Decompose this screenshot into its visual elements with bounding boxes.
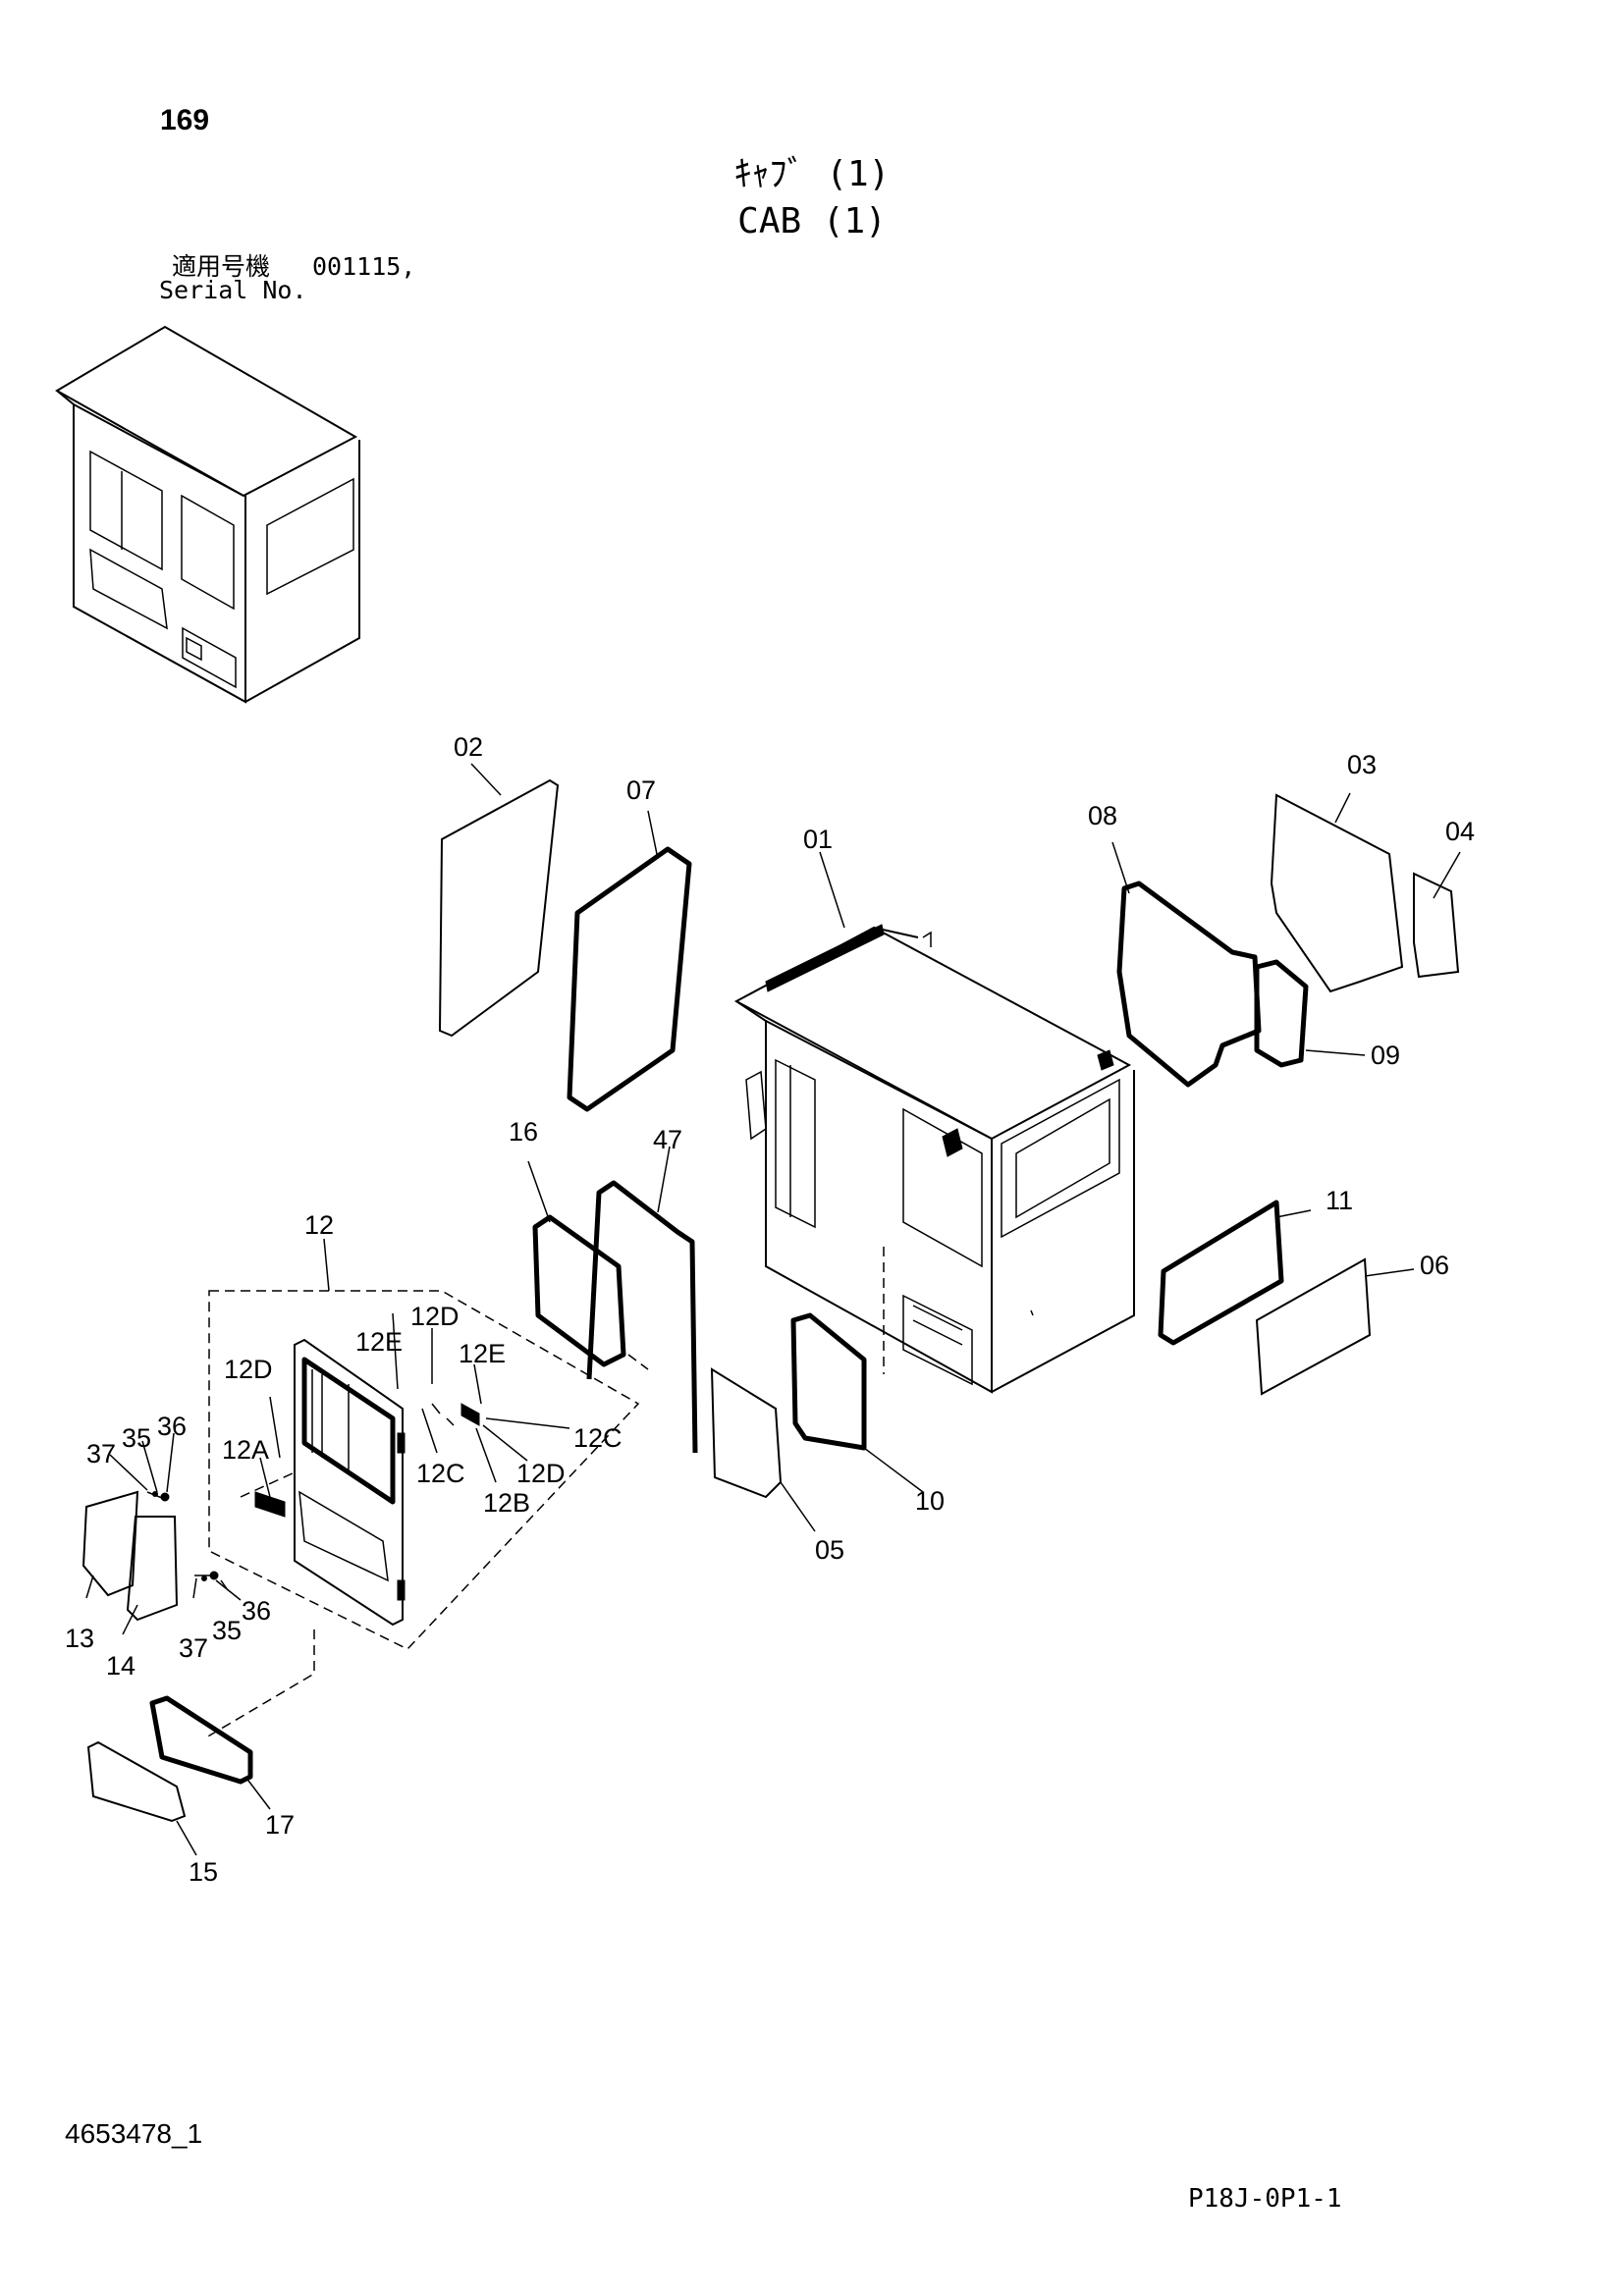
part-13-glass	[81, 1490, 139, 1597]
label-part-03: 03	[1347, 750, 1378, 779]
label-part-35-bottom: 35	[212, 1616, 243, 1645]
label-part-10: 10	[915, 1486, 946, 1516]
leader-lines	[85, 763, 1461, 1856]
part-01-cab-body	[733, 924, 1135, 1394]
label-part-12d-left: 12D	[224, 1355, 273, 1384]
serial-label-english: Serial No.	[159, 276, 307, 304]
label-part-06: 06	[1420, 1251, 1450, 1280]
part-05-glass	[710, 1367, 783, 1499]
alignment-lines	[205, 1247, 885, 1738]
title-japanese: ｷｬﾌﾞ (1)	[733, 154, 891, 194]
label-part-12c-right: 12C	[573, 1423, 623, 1453]
label-part-02: 02	[454, 732, 484, 762]
label-part-47: 47	[653, 1125, 683, 1154]
part-07-seal	[567, 846, 692, 1112]
label-part-14: 14	[106, 1651, 136, 1681]
cab-key-view	[54, 325, 360, 704]
title-english: CAB (1)	[737, 201, 887, 241]
part-17-seal	[149, 1695, 253, 1785]
serial-label-japanese: 適用号機	[172, 252, 271, 281]
serial-value: 001115,	[312, 252, 416, 281]
label-part-07: 07	[626, 775, 657, 805]
label-part-05: 05	[815, 1535, 845, 1565]
part-09-seal	[1254, 959, 1309, 1068]
label-part-36-top: 36	[157, 1412, 188, 1441]
label-part-11: 11	[1326, 1186, 1354, 1215]
label-part-12d-top: 12D	[410, 1302, 460, 1331]
label-part-01: 01	[803, 825, 834, 854]
label-part-17: 17	[265, 1810, 296, 1840]
label-part-12a: 12A	[222, 1435, 270, 1465]
label-part-12: 12	[304, 1210, 335, 1240]
label-part-15: 15	[189, 1857, 219, 1887]
label-part-37-bottom: 37	[179, 1633, 209, 1663]
part-04-glass	[1413, 872, 1460, 979]
page-code: P18J-0P1-1	[1188, 2184, 1342, 2214]
part-15-glass	[86, 1740, 187, 1823]
drawing-number: 4653478_1	[65, 2118, 203, 2149]
part-11-seal	[1158, 1200, 1284, 1346]
part-08-seal	[1116, 881, 1262, 1088]
part-10-seal	[790, 1312, 867, 1451]
label-part-12e-right: 12E	[459, 1339, 507, 1368]
label-part-09: 09	[1371, 1041, 1401, 1070]
part-47-seal-strip	[586, 1180, 698, 1454]
label-part-16: 16	[509, 1117, 539, 1147]
part-03-glass	[1270, 793, 1404, 993]
label-part-12e-left: 12E	[355, 1327, 404, 1357]
label-part-12b: 12B	[483, 1488, 531, 1518]
part-06-glass	[1255, 1257, 1372, 1396]
label-part-13: 13	[65, 1624, 95, 1653]
label-part-36-bottom: 36	[242, 1596, 272, 1626]
label-part-35-top: 35	[122, 1423, 152, 1453]
label-part-12c-left: 12C	[416, 1459, 465, 1488]
door-hardware-fasteners	[146, 1403, 455, 1581]
part-14-glass	[126, 1516, 179, 1622]
part-02-glass	[438, 778, 560, 1038]
label-part-08: 08	[1088, 801, 1118, 830]
part-16-seal	[532, 1214, 626, 1367]
label-part-37-top: 37	[86, 1439, 117, 1468]
part-12-door-assembly	[208, 1290, 640, 1650]
page-number: 169	[160, 104, 210, 136]
label-part-04: 04	[1445, 817, 1476, 846]
label-part-12d-right: 12D	[516, 1459, 566, 1488]
